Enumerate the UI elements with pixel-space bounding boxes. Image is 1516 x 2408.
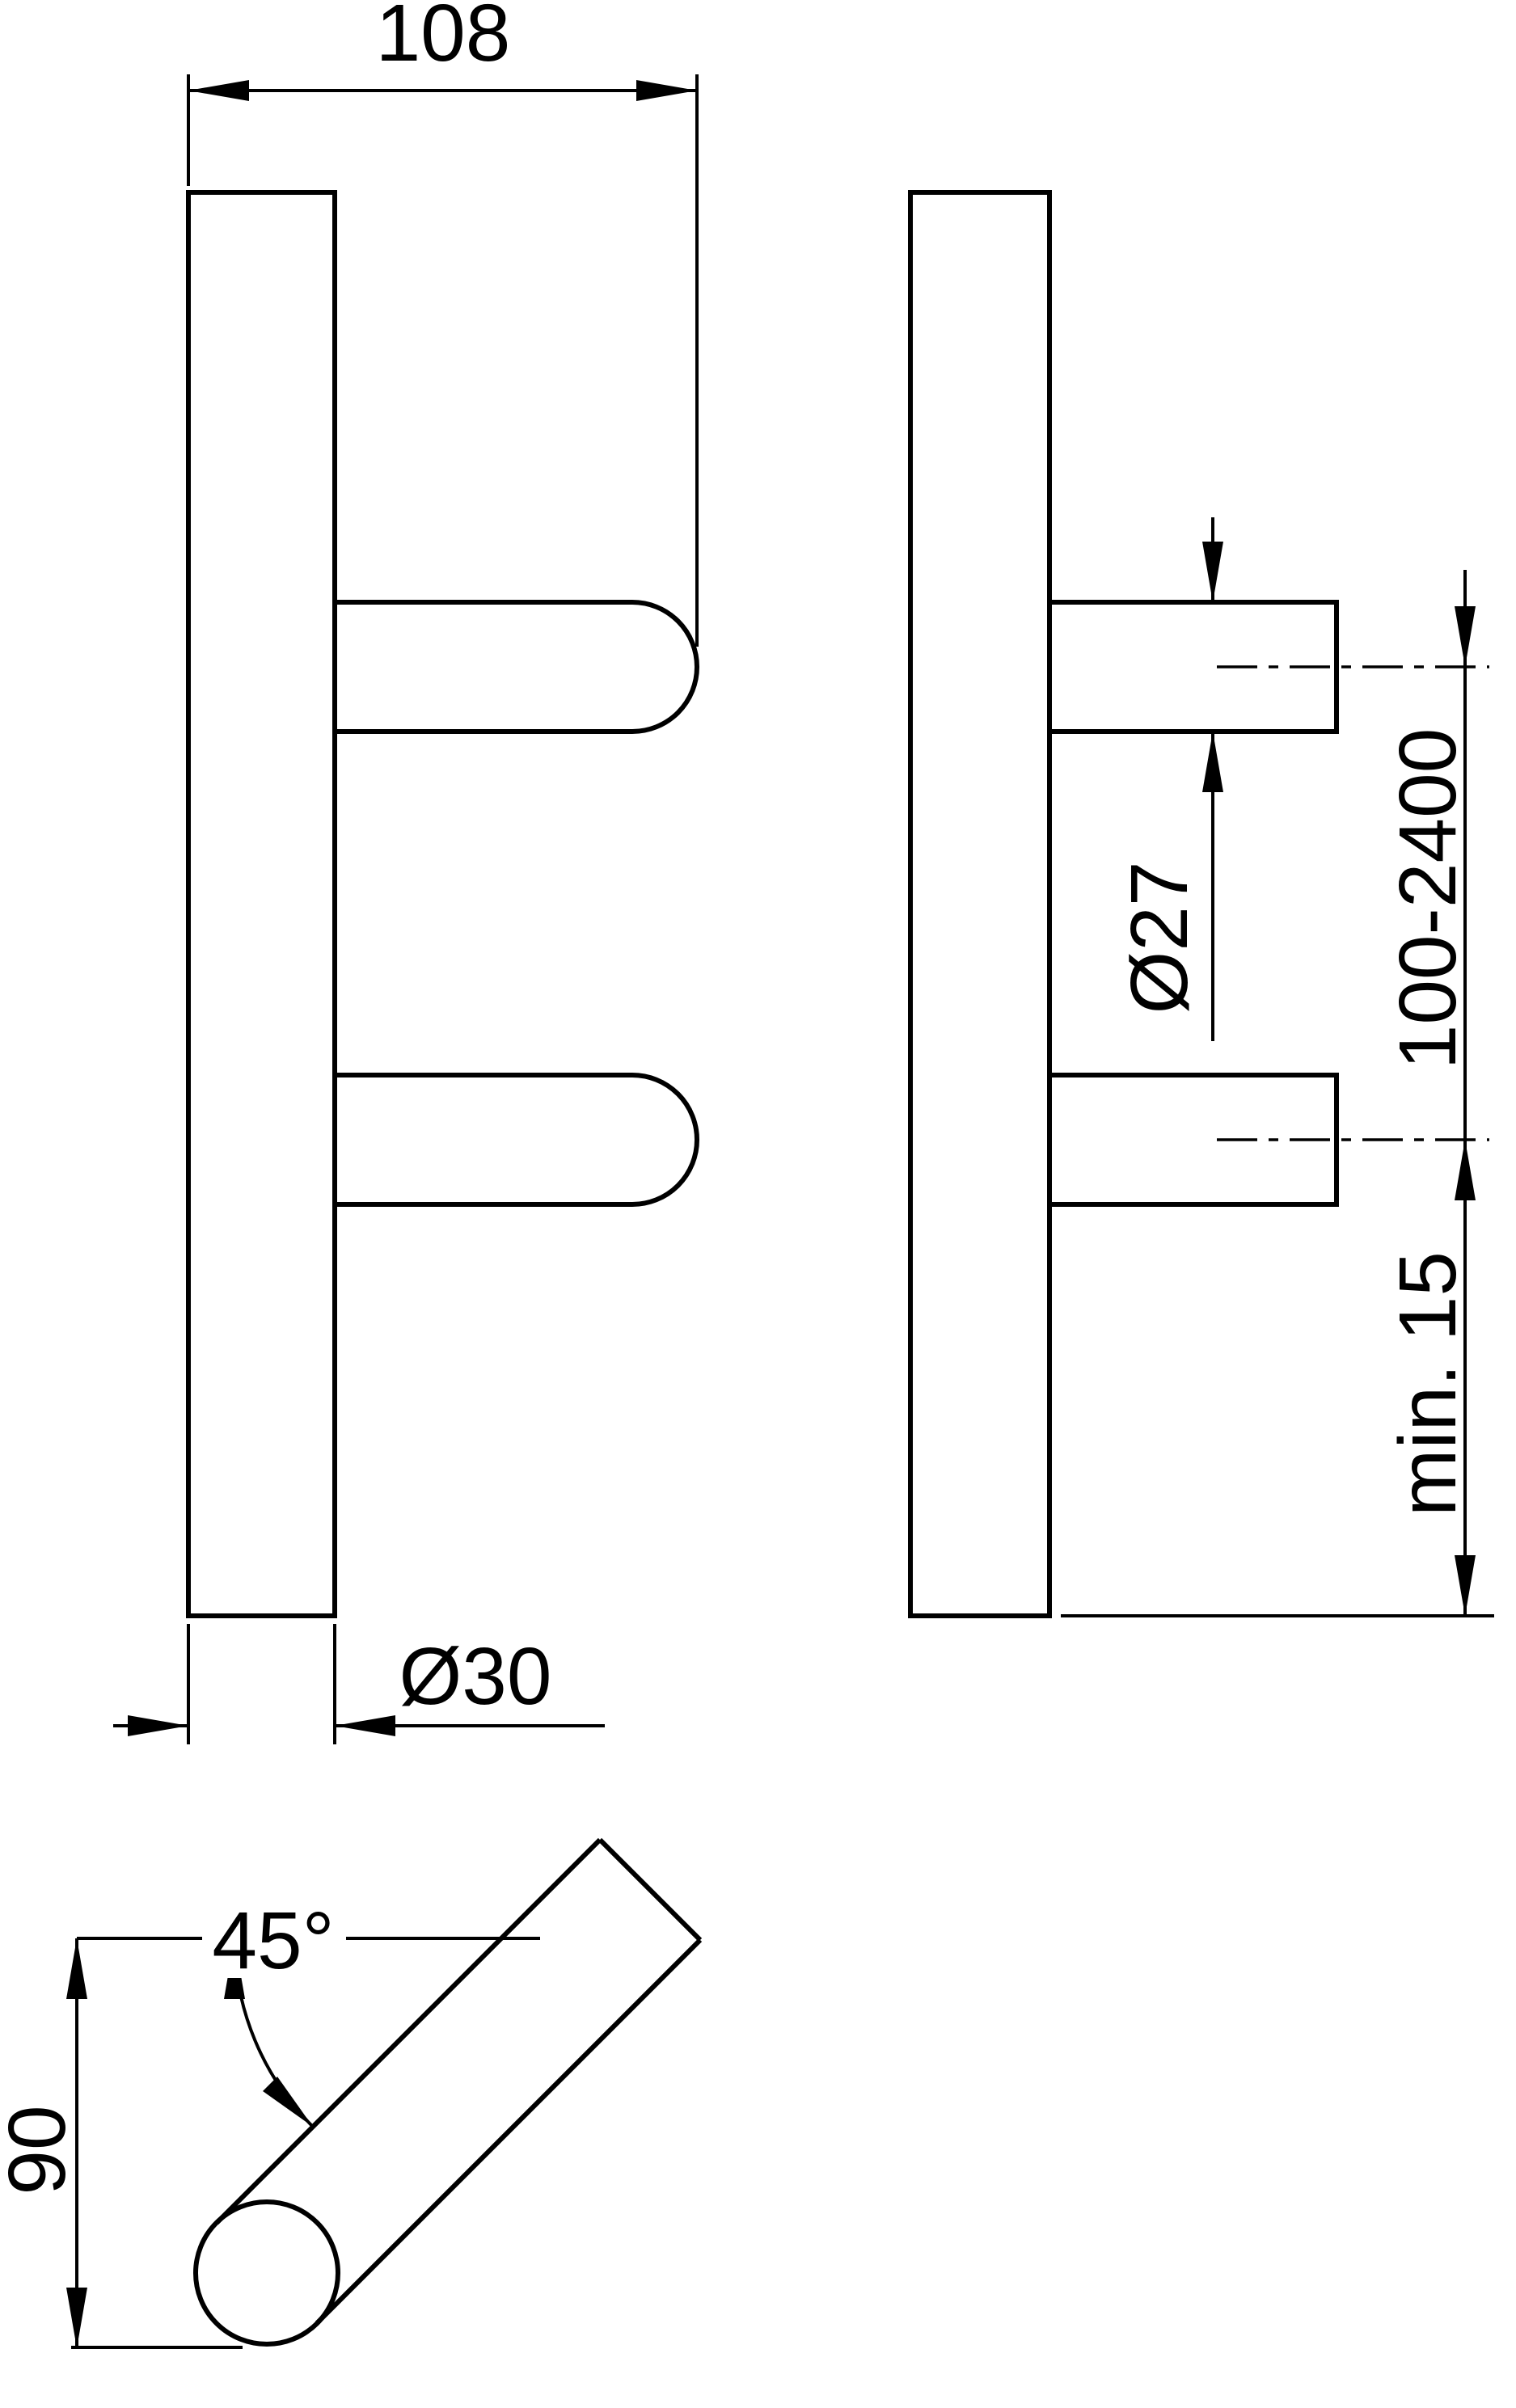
arrowhead-bottom bbox=[66, 2288, 87, 2348]
dimension-fixing-centers: 100-2400 bbox=[1383, 570, 1476, 1616]
dimension-support-diameter: Ø27 bbox=[1114, 517, 1223, 1041]
front-view bbox=[186, 190, 699, 1618]
arrowhead-right bbox=[636, 80, 697, 101]
dim-label-min-end-distance: min. 15 bbox=[1383, 1251, 1473, 1516]
handle-bar-side bbox=[908, 190, 1052, 1618]
arrowhead-down bbox=[1202, 542, 1223, 602]
support-top-side bbox=[1047, 600, 1339, 734]
dim-label-detail-angle: 45° bbox=[212, 1896, 334, 1986]
dimension-bar-diameter: Ø30 bbox=[113, 1624, 605, 1744]
dimension-overall-depth: 108 bbox=[187, 0, 699, 647]
support-bottom-side bbox=[1047, 1073, 1339, 1207]
arrowhead-left bbox=[128, 1715, 188, 1736]
label-background bbox=[202, 1904, 346, 1978]
angled-bar-upper-edge bbox=[214, 1837, 602, 2225]
dim-label-detail-height: 90 bbox=[0, 2105, 82, 2195]
arrowhead-up bbox=[1202, 732, 1223, 792]
support-bottom-front bbox=[335, 1073, 699, 1207]
handle-bar-front bbox=[186, 190, 337, 1618]
angle-detail-view: 90 45° bbox=[0, 1837, 703, 2349]
side-view bbox=[908, 190, 1489, 1618]
arrowhead-right bbox=[335, 1715, 395, 1736]
dim-label-overall-depth: 108 bbox=[376, 0, 511, 78]
dimension-min-end-distance: min. 15 bbox=[1061, 1251, 1494, 1617]
angled-bar-end-face bbox=[598, 1837, 703, 1942]
support-top-front bbox=[335, 600, 699, 734]
angled-bar-lower-edge bbox=[315, 1938, 703, 2326]
arrowhead-top bbox=[1455, 606, 1476, 667]
dim-label-support-diameter: Ø27 bbox=[1114, 861, 1205, 1014]
dim-label-fixing-centers: 100-2400 bbox=[1383, 728, 1473, 1070]
bar-cross-section bbox=[193, 2199, 340, 2347]
arrowhead-left bbox=[188, 80, 249, 101]
arrowhead-top bbox=[66, 1938, 87, 1999]
arrowhead-bottom bbox=[1455, 1140, 1476, 1200]
dim-label-bar-diameter: Ø30 bbox=[399, 1631, 551, 1722]
arrowhead-bottom bbox=[1455, 1555, 1476, 1616]
arc-arrowhead-bottom bbox=[263, 2077, 313, 2127]
